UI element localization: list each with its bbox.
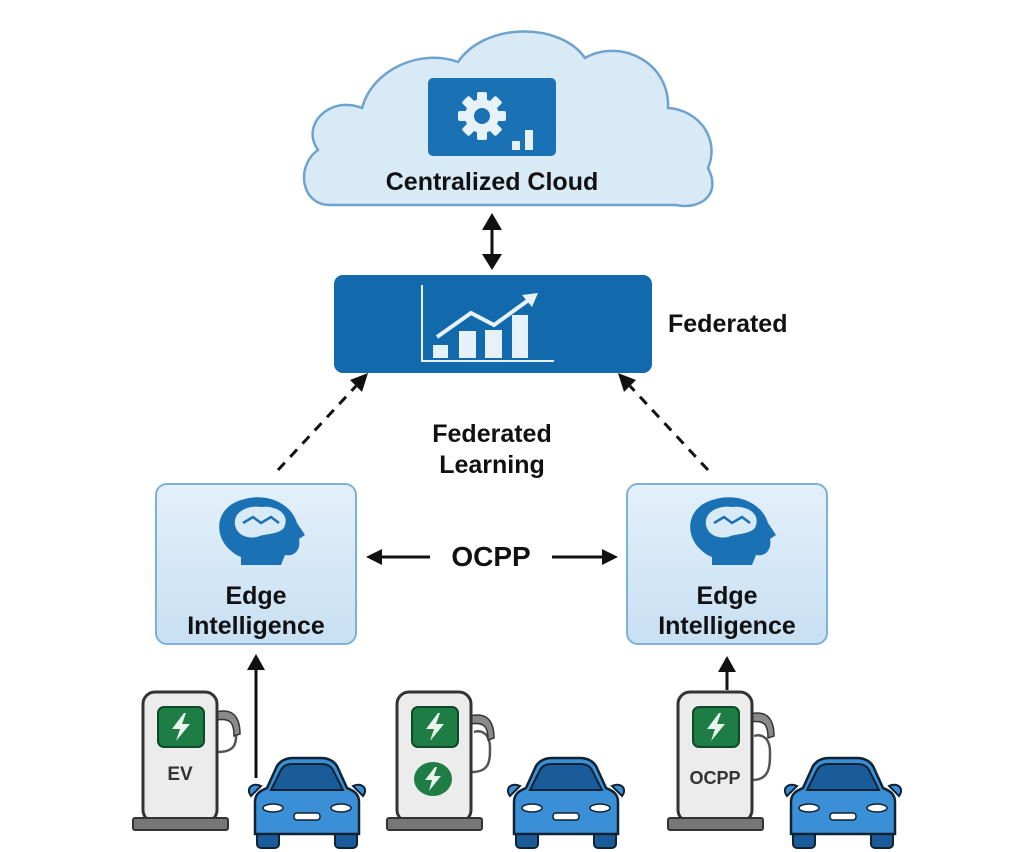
right-dashed-arrow (628, 384, 710, 472)
edge-title-line: Intelligence (658, 612, 796, 640)
lightning-icon (411, 706, 459, 748)
car-icon (506, 756, 626, 850)
car-icon (783, 756, 903, 850)
charger-label: OCPP (689, 768, 741, 788)
lightning-icon (157, 706, 205, 748)
lightning-circle-icon (414, 762, 452, 796)
edge-intelligence-node-right: Edge Intelligence (626, 483, 828, 645)
edge-title-line: Edge (225, 582, 287, 610)
left-dashed-arrow (276, 384, 358, 472)
edge-title-line: Intelligence (187, 612, 325, 640)
brain-head-icon (690, 497, 776, 565)
federated-learning-label: Federated Learning (432, 420, 552, 479)
bar-chart-growth-icon (421, 285, 554, 362)
edge-title-line: Edge (696, 582, 758, 610)
cloud-label: Centralized Cloud (385, 168, 599, 196)
lightning-icon (692, 706, 740, 748)
brain-head-icon (219, 497, 305, 565)
ocpp-protocol-label: OCPP (451, 541, 531, 572)
cloud-gear-icon (428, 78, 556, 156)
federated-label: Federated (668, 310, 788, 338)
edge-intelligence-node-left: Edge Intelligence (155, 483, 357, 645)
charger-label: EV (167, 764, 193, 785)
car-icon (247, 756, 367, 850)
federated-server-box (334, 275, 652, 373)
